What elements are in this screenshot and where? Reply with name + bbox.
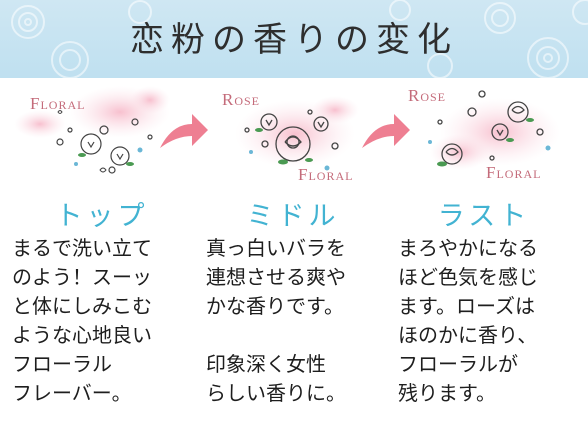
stage-label-middle: ミドル: [246, 201, 340, 232]
arrow-right-icon: [160, 114, 208, 148]
last-flower-sparkle-icon: [428, 90, 560, 170]
stage-label-last: ラスト: [437, 201, 531, 232]
middle-rose-word: Rose: [222, 90, 261, 109]
title-banner: 恋粉の香りの変化: [0, 0, 588, 78]
last-rose-word: Rose: [408, 86, 447, 105]
middle-floral-word: Floral: [298, 165, 354, 184]
rose-pattern-icon: [11, 0, 588, 78]
stage-text-top: まるで洗い立て のよう！スーッ と体にしみこむ ような心地良い フローラル フレ…: [12, 236, 152, 405]
last-floral-word: Floral: [486, 163, 542, 182]
stage-text-last: まろやかになる ほど色気を感じ ます。ローズは ほのかに香り、 フローラルが 残…: [398, 236, 538, 405]
top-flower-sparkle-icon: [14, 86, 170, 174]
page-title: 恋粉の香りの変化: [130, 20, 458, 60]
stage-text-middle: 真っ白いバラを 連想させる爽や かな香りです。 印象深く女性 らしい香りに。: [206, 236, 346, 405]
middle-flower-sparkle-icon: [235, 96, 359, 171]
arrow-right-icon: [362, 114, 410, 148]
top-floral-word: Floral: [30, 94, 86, 113]
stage-label-top: トップ: [55, 201, 149, 232]
